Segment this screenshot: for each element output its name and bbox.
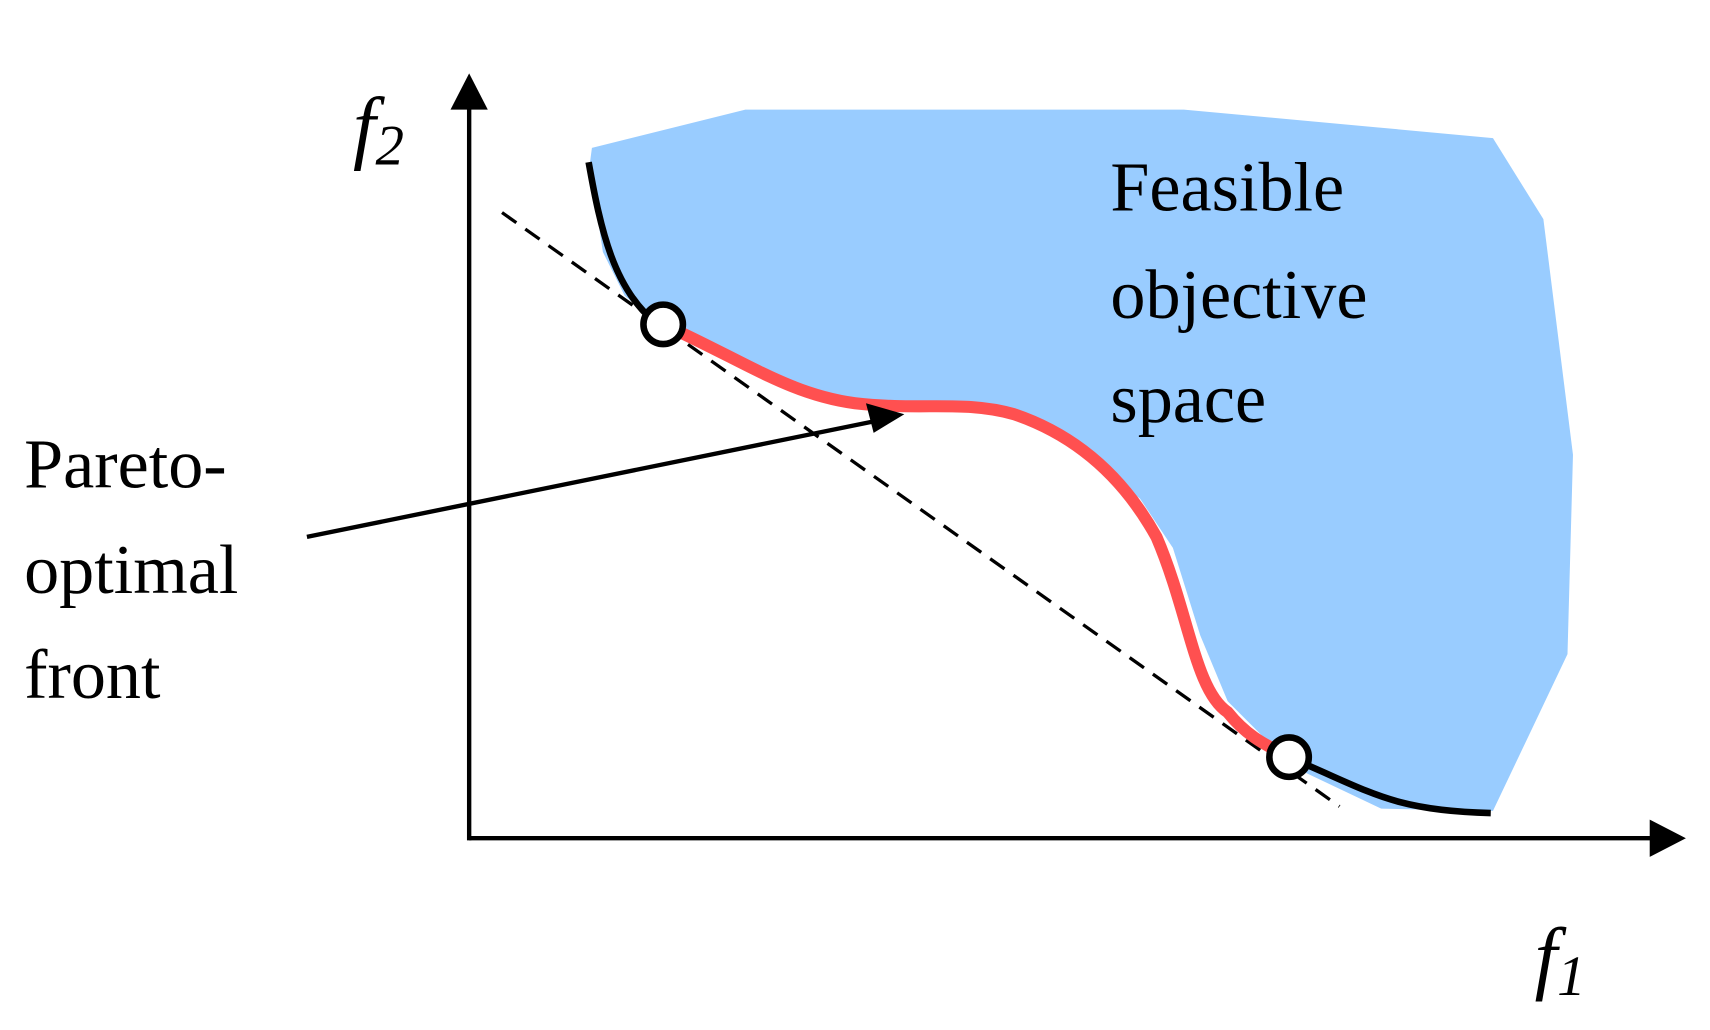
pareto-label-line-2: optimal: [24, 531, 238, 609]
x-axis-label: f1: [1535, 912, 1586, 1008]
pareto-label-line-1: Pareto-: [24, 426, 227, 504]
feasible-label-line-3: space: [1110, 360, 1266, 438]
pareto-endpoint-lower: [1266, 734, 1313, 781]
y-axis-arrowhead: [450, 73, 488, 110]
feasible-label-line-1: Feasible: [1110, 148, 1344, 226]
pareto-optimal-front-curve: [660, 318, 1295, 764]
x-axis-arrowhead: [1649, 819, 1686, 857]
feasible-region: [589, 109, 1573, 811]
feasible-label-line-2: objective: [1110, 256, 1367, 334]
pareto-label-line-3: front: [24, 636, 161, 714]
boundary-curve-right: [1290, 755, 1491, 817]
pointer-arrow-line: [306, 418, 878, 540]
dashed-tangent-line: [501, 211, 1341, 808]
y-axis-label: f2: [353, 81, 404, 177]
pointer-arrowhead: [865, 403, 905, 433]
pareto-endpoint-upper: [640, 301, 687, 348]
